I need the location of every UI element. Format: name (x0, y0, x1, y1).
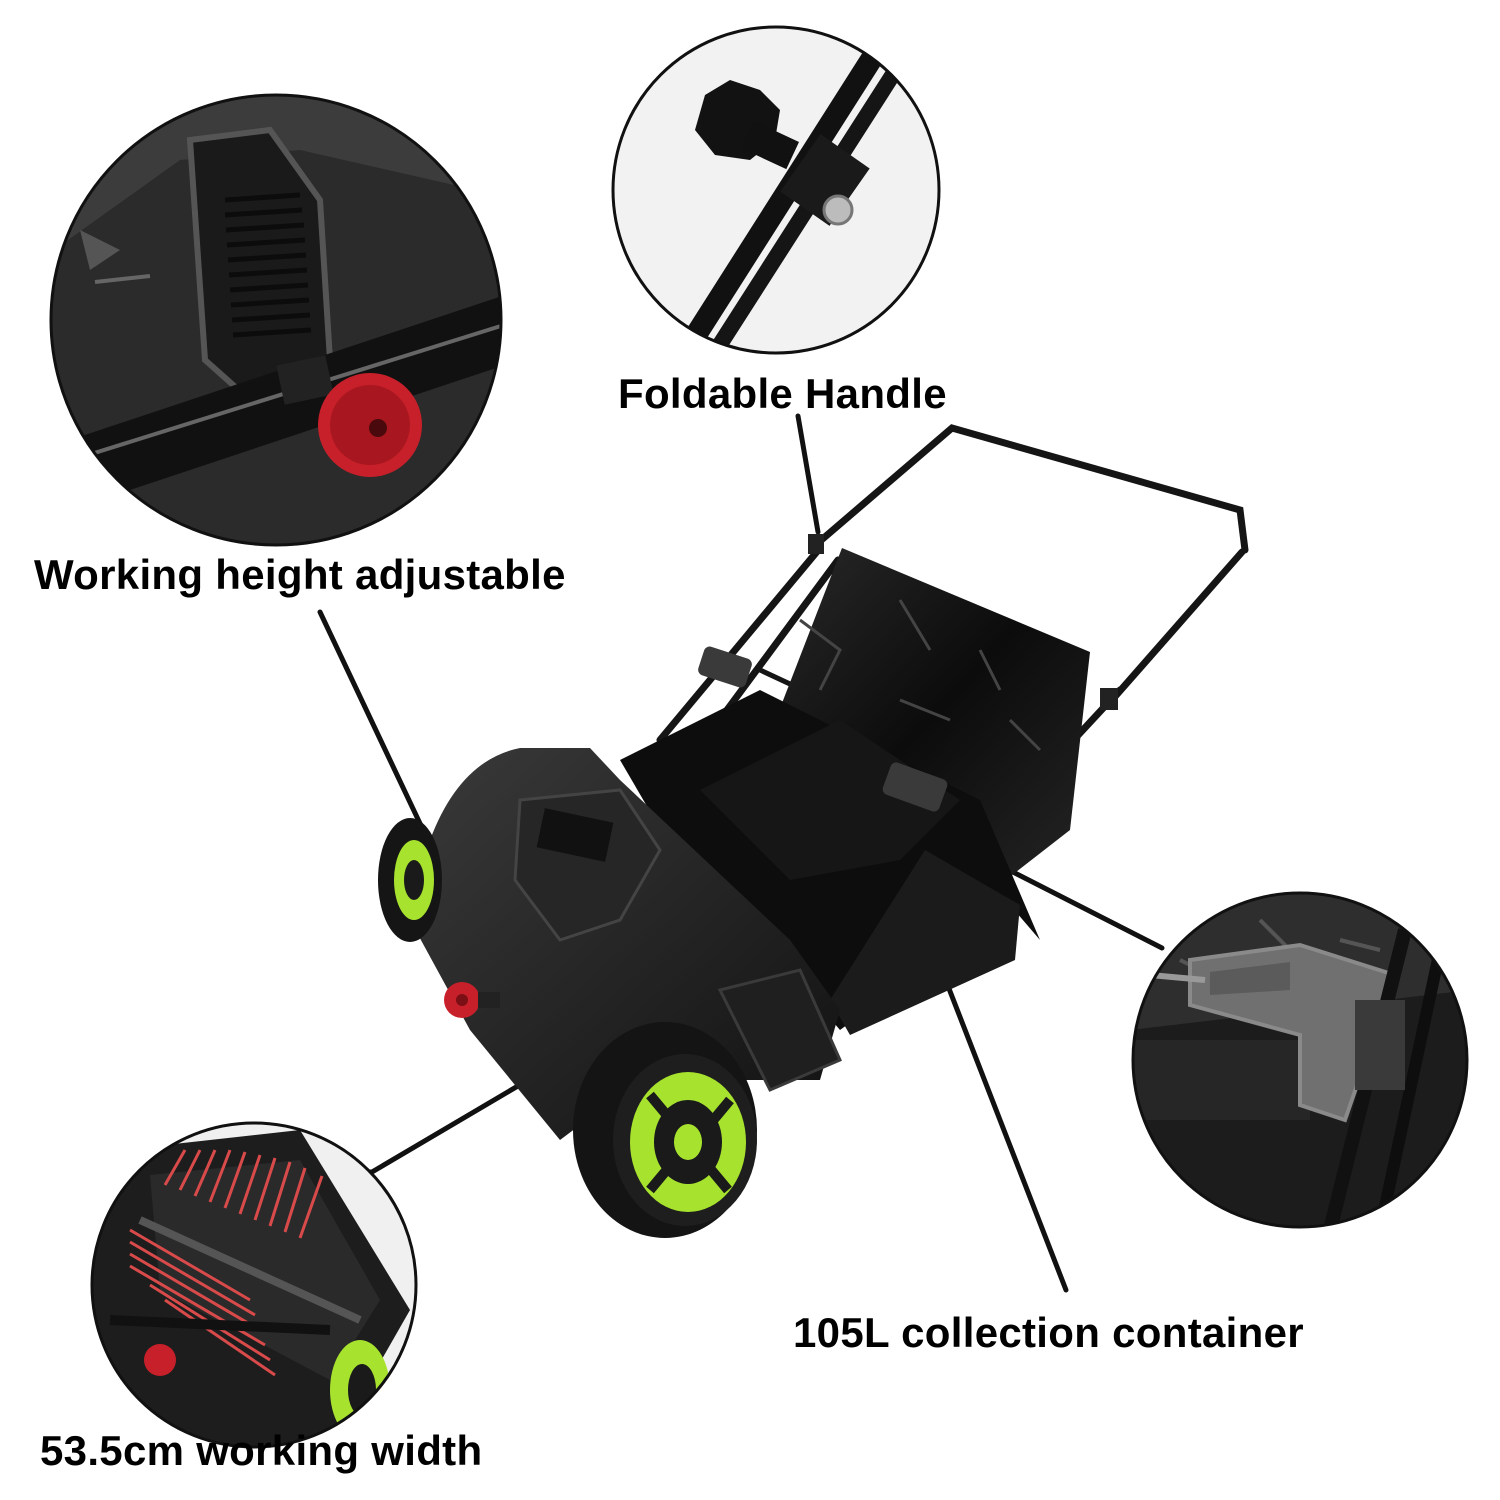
label-working-height: Working height adjustable (34, 551, 566, 598)
detail-bag-bracket (1131, 891, 1469, 1229)
detail-brush (90, 1121, 418, 1449)
label-working-width: 53.5cm working width (40, 1427, 483, 1474)
rear-wheel (378, 818, 442, 942)
collection-bag (620, 534, 1118, 1035)
detail-height-adjuster (49, 93, 503, 547)
detail-foldable-handle (611, 25, 941, 355)
label-foldable-handle: Foldable Handle (618, 370, 947, 417)
sweeper-housing (410, 748, 842, 1140)
front-wheel (573, 1022, 757, 1238)
sweeper-main (378, 424, 1249, 1238)
label-collection-container: 105L collection container (793, 1309, 1304, 1356)
